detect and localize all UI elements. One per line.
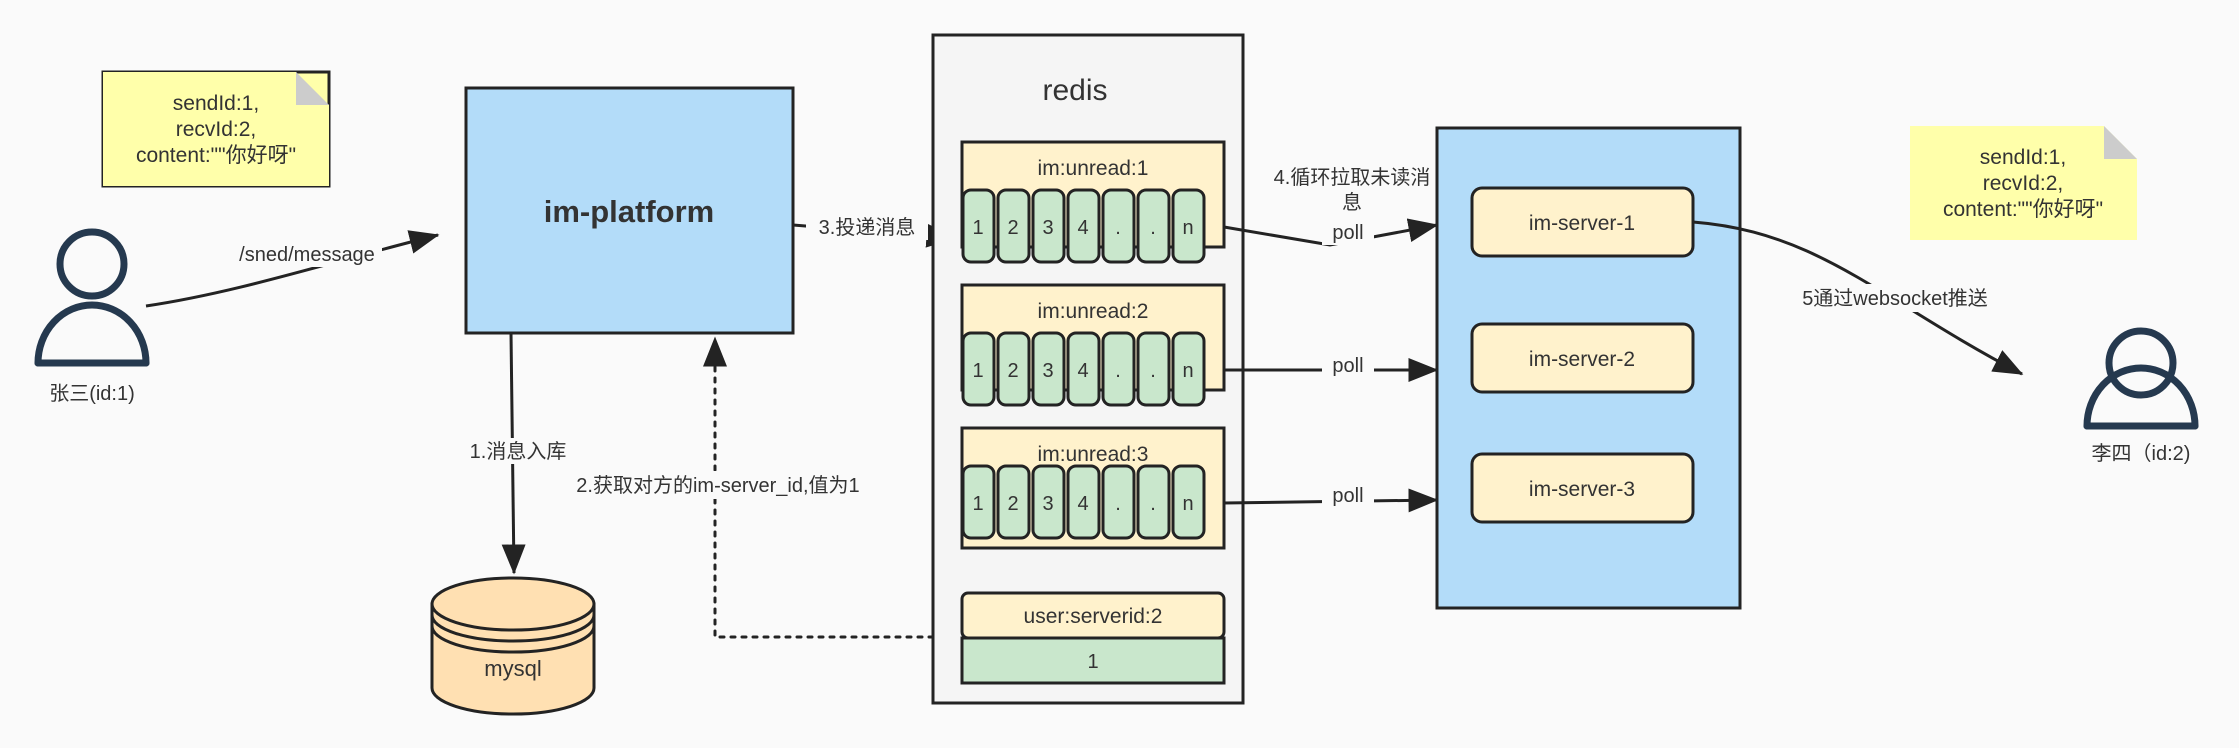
edge-label-send-message-text: /sned/message xyxy=(239,244,375,266)
redis-user-serverid-name: user:serverid:2 xyxy=(1024,605,1163,628)
redis-cell: 3 xyxy=(1042,360,1053,382)
note-left-line-2: recvId:2, xyxy=(176,118,257,141)
redis-cell: . xyxy=(1150,493,1156,515)
edge-redis-to-platform-dotted xyxy=(703,336,957,639)
edge-label-step1: 1.消息入库 xyxy=(457,438,579,464)
edge-label-step3-text: 3.投递消息 xyxy=(819,216,916,239)
redis-key-group-1[interactable]: im:unread:2 1 2 3 4 . . n xyxy=(960,283,1226,407)
edge-label-step2-text: 2.获取对方的im-server_id,值为1 xyxy=(576,474,859,497)
redis-key-name-2: im:unread:3 xyxy=(1038,443,1149,466)
redis-key-name-1: im:unread:2 xyxy=(1038,300,1149,323)
redis-user-serverid-value: 1 xyxy=(1087,651,1098,673)
node-im-server-3-label: im-server-3 xyxy=(1529,478,1635,501)
redis-cell: 3 xyxy=(1042,217,1053,239)
node-im-server-1-label: im-server-1 xyxy=(1529,212,1635,235)
redis-cell: 1 xyxy=(972,217,983,239)
node-im-server-1[interactable]: im-server-1 xyxy=(1470,186,1695,258)
redis-cell: 4 xyxy=(1077,360,1088,382)
edge-label-step4-line1: 4.循环拉取未读消 xyxy=(1274,166,1431,189)
note-left: sendId:1, recvId:2, content:""你好呀" xyxy=(101,70,331,188)
redis-key-group-0[interactable]: im:unread:1 1 2 3 4 . . n xyxy=(960,140,1226,264)
node-mysql-label: mysql xyxy=(484,656,541,681)
redis-key-user-serverid[interactable]: user:serverid:2 1 xyxy=(960,591,1226,685)
node-im-platform-label: im-platform xyxy=(544,194,715,229)
edge-server1-to-receiver xyxy=(1692,220,2024,376)
note-left-line-3: content:""你好呀" xyxy=(136,144,296,167)
actor-receiver-label: 李四（id:2) xyxy=(2092,442,2191,465)
redis-cell: . xyxy=(1115,217,1121,239)
redis-key-name-0: im:unread:1 xyxy=(1038,157,1149,180)
redis-cell: 2 xyxy=(1007,360,1018,382)
actor-sender-label: 张三(id:1) xyxy=(49,382,135,405)
note-right-line-2: recvId:2, xyxy=(1983,172,2064,195)
redis-cell: n xyxy=(1182,493,1193,515)
edge-label-poll-2: poll xyxy=(1322,352,1374,378)
node-im-server-2[interactable]: im-server-2 xyxy=(1470,322,1695,394)
redis-cells-2: 1 2 3 4 . . n xyxy=(961,464,1206,540)
node-im-platform[interactable]: im-platform xyxy=(464,86,795,335)
note-right-line-1: sendId:1, xyxy=(1980,146,2066,169)
edge-sender-to-platform xyxy=(145,230,440,308)
redis-cells-0: 1 2 3 4 . . n xyxy=(961,188,1206,264)
node-mysql[interactable]: mysql xyxy=(430,576,596,716)
redis-cell: 2 xyxy=(1007,217,1018,239)
redis-cell: 1 xyxy=(972,360,983,382)
note-right: sendId:1, recvId:2, content:""你好呀" xyxy=(1910,126,2137,240)
node-im-server-2-label: im-server-2 xyxy=(1529,348,1635,371)
edge-label-step3: 3.投递消息 xyxy=(806,214,928,240)
redis-cell: 4 xyxy=(1077,493,1088,515)
edge-label-poll-2-text: poll xyxy=(1332,355,1363,377)
redis-cell: . xyxy=(1150,217,1156,239)
redis-cell: . xyxy=(1115,493,1121,515)
edge-label-step4-line2: 息 xyxy=(1342,191,1362,214)
note-right-line-3: content:""你好呀" xyxy=(1943,198,2103,221)
edge-label-step2: 2.获取对方的im-server_id,值为1 xyxy=(572,471,864,499)
note-left-line-1: sendId:1, xyxy=(173,92,259,115)
redis-cell: . xyxy=(1115,360,1121,382)
redis-cells-1: 1 2 3 4 . . n xyxy=(961,331,1206,407)
redis-cell: n xyxy=(1182,217,1193,239)
redis-cell: . xyxy=(1150,360,1156,382)
actor-receiver: 李四（id:2) xyxy=(2083,327,2199,465)
edge-label-send-message: /sned/message xyxy=(232,241,382,267)
node-im-server-3[interactable]: im-server-3 xyxy=(1470,452,1695,524)
redis-cell: 1 xyxy=(972,493,983,515)
edge-label-poll-1-text: poll xyxy=(1332,222,1363,244)
actor-sender: 张三(id:1) xyxy=(34,228,150,405)
redis-cell: 4 xyxy=(1077,217,1088,239)
edge-label-step4: 4.循环拉取未读消 息 xyxy=(1252,160,1452,216)
edge-label-step1-text: 1.消息入库 xyxy=(470,440,567,463)
edge-label-step5-text: 5通过websocket推送 xyxy=(1802,287,1988,310)
node-im-server-group: im-server-1 im-server-2 im-server-3 xyxy=(1435,126,1742,610)
edge-label-poll-3-text: poll xyxy=(1332,485,1363,507)
redis-cell: 3 xyxy=(1042,493,1053,515)
edge-label-poll-1: poll xyxy=(1322,219,1374,245)
redis-cell: 2 xyxy=(1007,493,1018,515)
edge-label-poll-3: poll xyxy=(1322,482,1374,508)
node-redis-label: redis xyxy=(1042,74,1107,107)
edge-label-step5: 5通过websocket推送 xyxy=(1789,284,2001,312)
redis-cell: n xyxy=(1182,360,1193,382)
redis-key-group-2[interactable]: im:unread:3 1 2 3 4 . . n xyxy=(960,426,1226,550)
